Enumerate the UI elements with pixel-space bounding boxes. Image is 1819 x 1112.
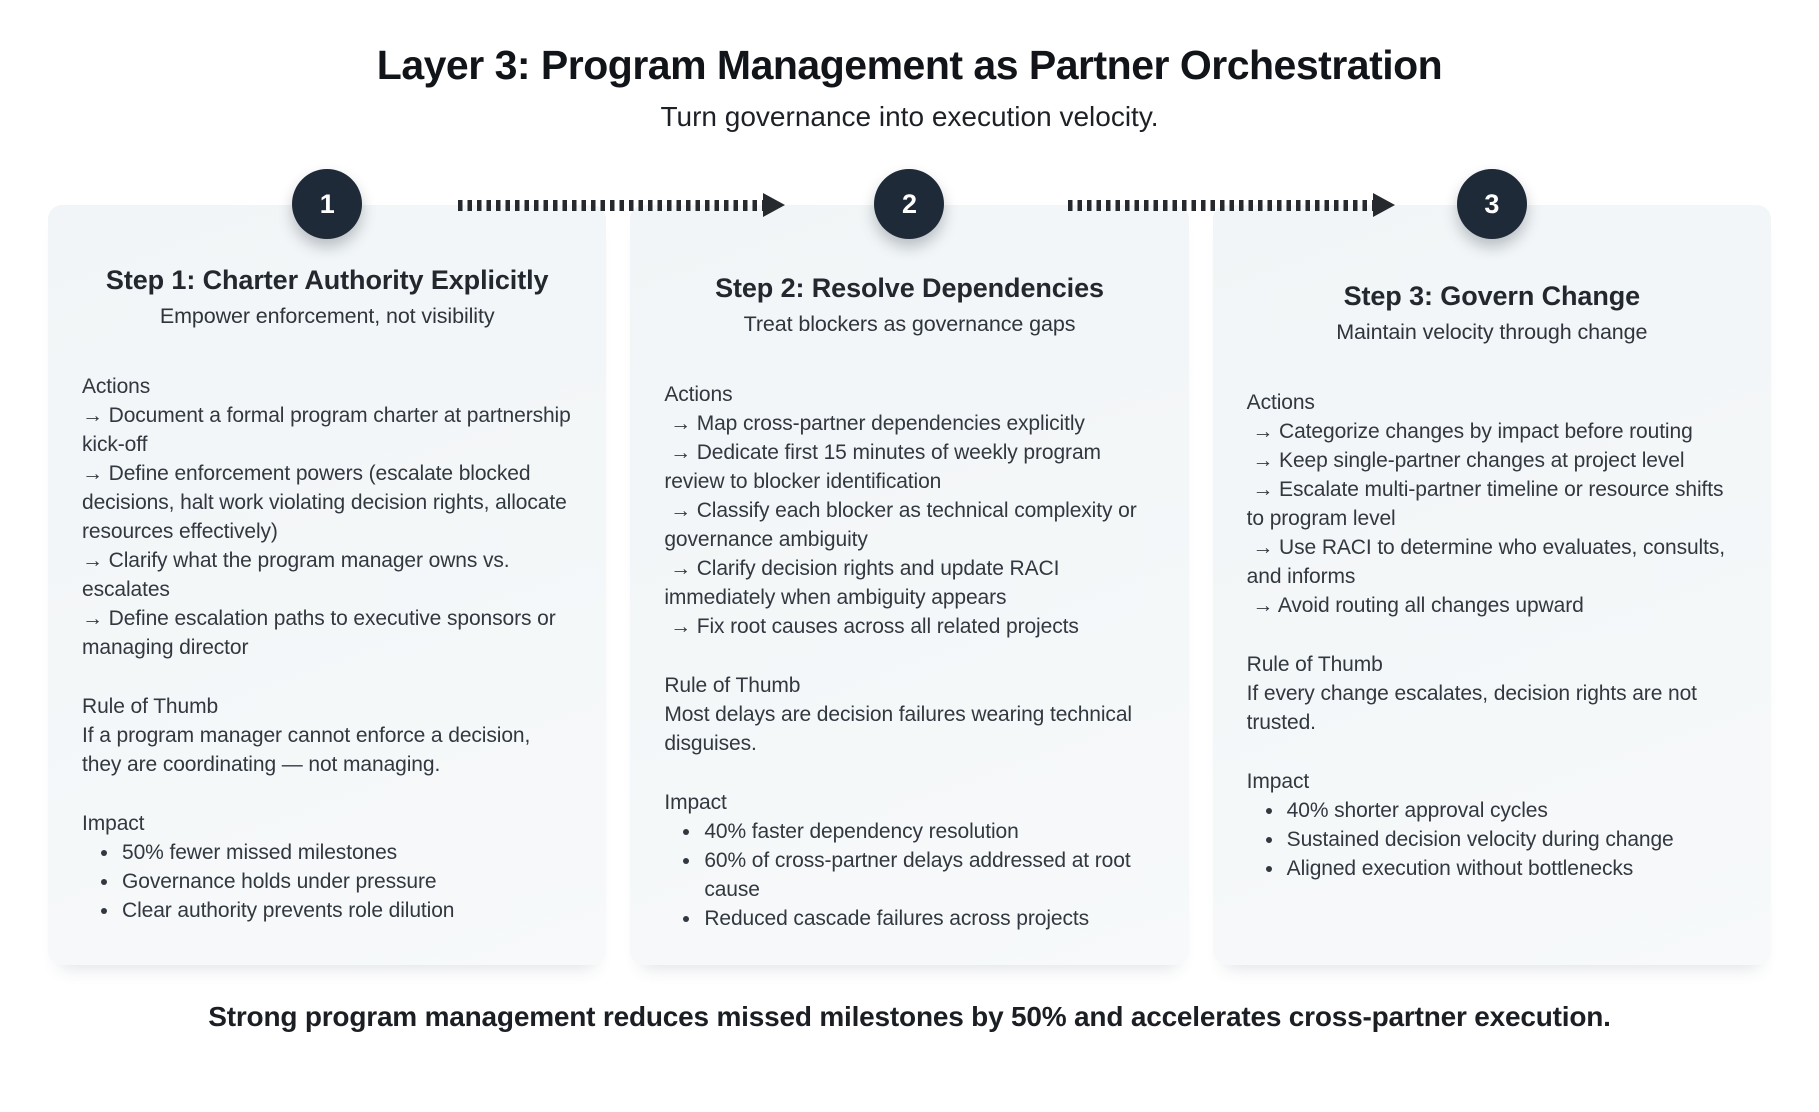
rule-of-thumb-section: Rule of Thumb If every change escalates, … <box>1247 651 1737 738</box>
rule-of-thumb-text: If every change escalates, decision righ… <box>1246 681 1703 734</box>
impact-section: Impact 40% shorter approval cyclesSustain… <box>1247 768 1737 884</box>
rule-of-thumb-label: Rule of Thumb <box>1246 652 1383 676</box>
step-subtitle: Maintain velocity through change <box>1336 320 1648 345</box>
step-title: Step 3: Govern Change <box>1343 281 1641 312</box>
rule-of-thumb-text: Most delays are decision failures wearin… <box>664 702 1138 755</box>
action-item: → Use RACI to determine who evaluates, c… <box>1246 535 1731 588</box>
impact-list: 40% shorter approval cyclesSustained dec… <box>1247 797 1737 884</box>
impact-label: Impact <box>664 790 727 814</box>
actions-section: Actions→ Document a formal program chart… <box>82 373 572 663</box>
page-title: Layer 3: Program Management as Partner O… <box>376 42 1443 88</box>
action-item: → Clarify what the program manager owns … <box>82 548 516 601</box>
step-title: Step 2: Resolve Dependencies <box>715 273 1104 304</box>
impact-list: 40% faster dependency resolution60% of c… <box>664 818 1154 934</box>
step-number-badge: 1 <box>292 169 363 240</box>
actions-section: Actions → Map cross-partner dependencies… <box>664 381 1154 642</box>
arrowhead-icon <box>763 193 785 218</box>
dotted-line <box>1068 199 1373 211</box>
impact-item: 50% fewer missed milestones <box>120 839 572 868</box>
arrowhead-icon <box>1373 193 1395 218</box>
flow-arrow-1 <box>458 193 785 218</box>
footer-tagline: Strong program management reduces missed… <box>208 1001 1611 1033</box>
rule-of-thumb-text: If a program manager cannot enforce a de… <box>82 723 536 776</box>
impact-item: Aligned execution without bottlenecks <box>1285 855 1737 884</box>
header: Layer 3: Program Management as Partner O… <box>0 42 1819 133</box>
action-item: → Avoid routing all changes upward <box>1246 593 1584 617</box>
impact-item: Clear authority prevents role dilution <box>120 897 572 926</box>
impact-label: Impact <box>82 811 145 835</box>
action-item: → Categorize changes by impact before ro… <box>1246 420 1693 444</box>
impact-item: Reduced cascade failures across projects <box>702 905 1154 934</box>
action-item: → Define enforcement powers (escalate bl… <box>82 462 573 543</box>
rule-of-thumb-label: Rule of Thumb <box>82 694 219 718</box>
step-subtitle: Empower enforcement, not visibility <box>159 304 495 329</box>
action-item: → Fix root causes across all related pro… <box>664 614 1079 638</box>
action-item: → Dedicate first 15 minutes of weekly pr… <box>664 441 1107 494</box>
page-subtitle: Turn governance into execution velocity. <box>660 101 1159 133</box>
action-item: → Keep single-partner changes at project… <box>1246 449 1685 473</box>
action-item: → Classify each blocker as technical com… <box>664 499 1143 551</box>
impact-item: 40% shorter approval cycles <box>1285 797 1737 826</box>
impact-section: Impact 40% faster dependency resolution60… <box>664 789 1154 934</box>
rule-of-thumb-label: Rule of Thumb <box>664 673 801 697</box>
impact-item: 60% of cross-partner delays addressed at… <box>702 847 1154 905</box>
action-item: → Map cross-partner dependencies explici… <box>664 412 1085 436</box>
action-item: → Document a formal program charter at p… <box>82 404 577 457</box>
impact-item: Sustained decision velocity during chang… <box>1285 826 1737 855</box>
rule-of-thumb-section: Rule of Thumb If a program manager cannot… <box>82 693 572 780</box>
actions-label: Actions <box>1246 391 1315 415</box>
impact-item: 40% faster dependency resolution <box>702 818 1154 847</box>
step-title: Step 1: Charter Authority Explicitly <box>105 265 549 296</box>
flow-arrow-2 <box>1068 193 1395 218</box>
action-item: → Clarify decision rights and update RAC… <box>664 556 1066 609</box>
step-number-badge: 2 <box>874 169 945 240</box>
step-number-badge: 3 <box>1456 169 1527 240</box>
action-item: → Escalate multi-partner timeline or res… <box>1246 478 1730 531</box>
impact-label: Impact <box>1246 769 1310 793</box>
dotted-line <box>458 199 763 211</box>
step-subtitle: Treat blockers as governance gaps <box>743 312 1076 337</box>
actions-label: Actions <box>664 383 733 407</box>
impact-item: Governance holds under pressure <box>120 868 572 897</box>
impact-section: Impact 50% fewer missed milestonesGoverna… <box>82 810 572 926</box>
actions-label: Actions <box>82 375 151 399</box>
actions-section: Actions → Categorize changes by impact b… <box>1247 389 1737 621</box>
action-item: → Define escalation paths to executive s… <box>82 606 562 659</box>
impact-list: 50% fewer missed milestonesGovernance ho… <box>82 839 572 926</box>
